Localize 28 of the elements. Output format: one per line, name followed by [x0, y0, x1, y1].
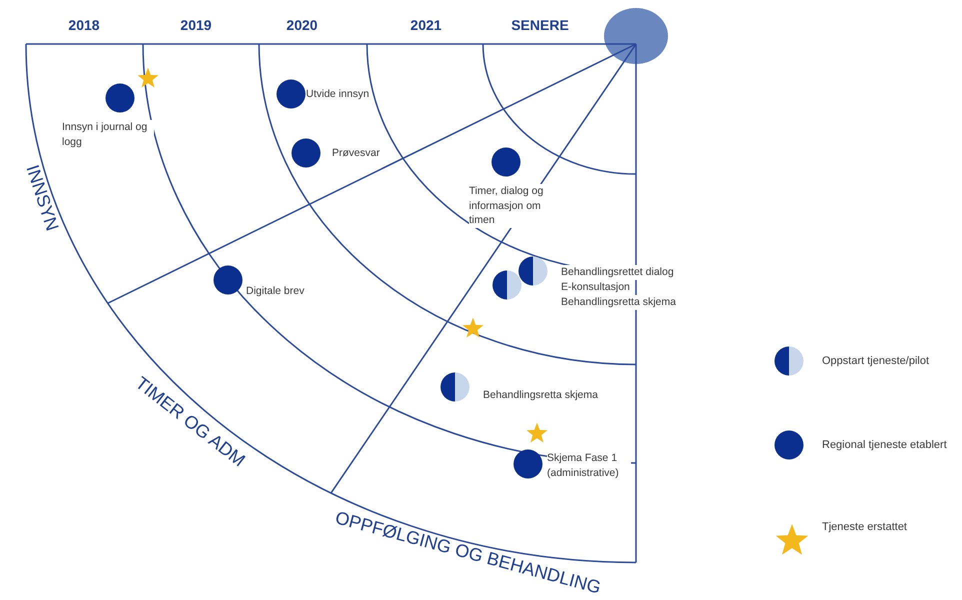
filled-dot [105, 83, 135, 113]
filled-dot [213, 265, 243, 295]
half-filled-dot [518, 256, 548, 286]
year-label: 2019 [180, 17, 212, 33]
year-label: 2021 [410, 17, 442, 33]
year-label: 2018 [68, 17, 100, 33]
item-label: E-konsultasjon [561, 280, 630, 295]
item-label: Behandlingsretta skjema [483, 388, 598, 403]
legend-label: Oppstart tjeneste/pilot [822, 354, 930, 369]
filled-dot [513, 449, 543, 479]
half-filled-dot [492, 270, 522, 300]
item-label: Innsyn i journal og logg [62, 120, 154, 150]
item-label: Digitale brev [246, 284, 304, 299]
year-label: SENERE [511, 17, 569, 33]
half-filled-dot [440, 372, 470, 402]
legend-label: Regional tjeneste etablert [822, 438, 948, 453]
item-label: Behandlingsrettet dialog [561, 265, 674, 280]
year-label: 2020 [286, 17, 318, 33]
filled-dot [276, 79, 306, 109]
legend-label: Tjeneste erstattet [822, 520, 908, 535]
star-icon [137, 67, 159, 89]
item-label: Utvide innsyn [306, 87, 370, 102]
filled-dot [491, 147, 521, 177]
star-icon [526, 422, 548, 444]
star-icon [462, 317, 484, 339]
item-label: Behandlingsretta skjema [561, 295, 676, 310]
item-label: Skjema Fase 1 (administrative) [547, 451, 631, 480]
filled-dot [291, 138, 321, 168]
